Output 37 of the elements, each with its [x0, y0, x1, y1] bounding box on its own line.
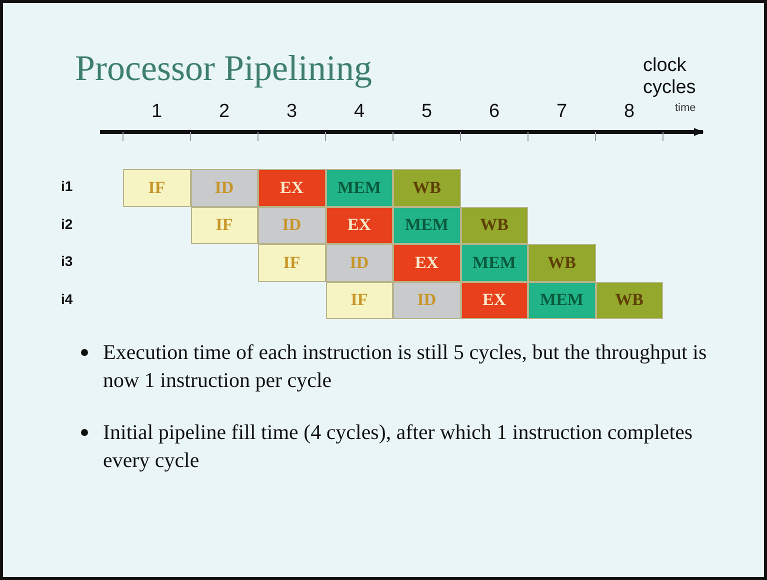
- cycle-number: 7: [555, 101, 568, 123]
- pipeline-stage-cell: IF: [123, 169, 190, 206]
- pipeline-stage-cell: IF: [258, 244, 326, 282]
- cycle-number: 8: [622, 101, 636, 123]
- cycle-number: 5: [420, 101, 434, 123]
- axis-label: time: [675, 102, 696, 114]
- cycle-number: 4: [352, 101, 366, 123]
- pipeline-stage-cell: MEM: [326, 169, 393, 206]
- pipeline-stage-cell: WB: [460, 206, 528, 244]
- cycle-number: 1: [150, 101, 164, 123]
- pipeline-stage-cell: MEM: [528, 282, 596, 319]
- pipeline-stage-cell: WB: [393, 169, 460, 206]
- pipeline-stage-cell: MEM: [460, 244, 528, 282]
- slide-title: Processor Pipelining: [75, 47, 372, 89]
- instruction-label: i2: [61, 216, 73, 232]
- pipeline-stage-cell: ID: [190, 169, 258, 206]
- pipeline-stage-cell: ID: [326, 244, 393, 282]
- axis-label: clock cycles: [643, 55, 697, 99]
- bullet-text: Initial pipeline fill time (4 cycles), after which 1 instruction completes every cycle: [103, 419, 694, 474]
- pipeline-stage-cell: EX: [460, 282, 528, 319]
- pipeline-stage-cell: IF: [190, 206, 258, 244]
- pipeline-stage-cell: EX: [393, 244, 460, 282]
- pipeline-stage-cell: WB: [528, 244, 596, 282]
- pipeline-stage-cell: EX: [258, 169, 326, 206]
- cycle-number: 6: [488, 101, 501, 123]
- pipeline-stage-cell: MEM: [393, 206, 460, 244]
- instruction-label: i3: [61, 253, 73, 269]
- instruction-label: i1: [61, 178, 73, 194]
- instruction-label: i4: [61, 290, 73, 306]
- pipeline-stage-cell: IF: [326, 282, 393, 319]
- pipeline-stage-cell: ID: [258, 206, 326, 244]
- cycle-number: 3: [285, 101, 298, 123]
- pipeline-stage-cell: ID: [393, 282, 460, 319]
- bullet-text: Execution time of each instruction is still 5 cycles, but the throughput is now 1 instruction per cycle: [103, 339, 708, 394]
- cycle-number: 2: [218, 101, 231, 123]
- pipeline-stage-cell: EX: [326, 206, 393, 244]
- pipeline-stage-cell: WB: [596, 282, 663, 319]
